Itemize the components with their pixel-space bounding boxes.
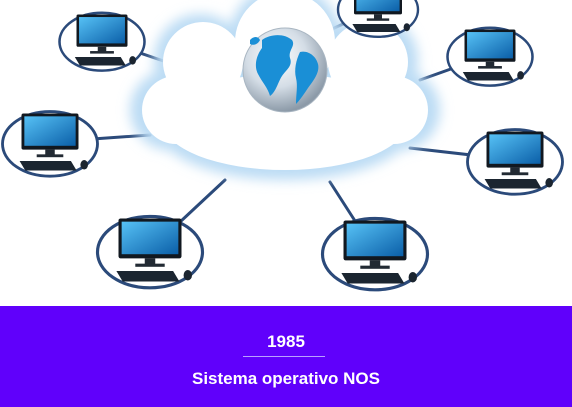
year-label: 1985 <box>267 332 305 351</box>
desktop-computer-icon <box>95 214 205 290</box>
desktop-computer-icon <box>58 11 146 72</box>
network-illustration <box>1 0 564 292</box>
globe-icon <box>242 27 328 113</box>
desktop-computer-icon <box>336 0 420 38</box>
caption-banner: 1985 Sistema operativo NOS <box>0 306 572 407</box>
desktop-computer-icon <box>320 216 430 292</box>
desktop-computer-icon <box>466 128 564 196</box>
desktop-computer-icon <box>1 110 99 178</box>
desktop-computer-icon <box>446 26 534 87</box>
caption-title: Sistema operativo NOS <box>191 369 380 388</box>
divider <box>243 356 325 357</box>
computers-group <box>1 0 564 292</box>
cloud-network-diagram <box>1 0 564 292</box>
